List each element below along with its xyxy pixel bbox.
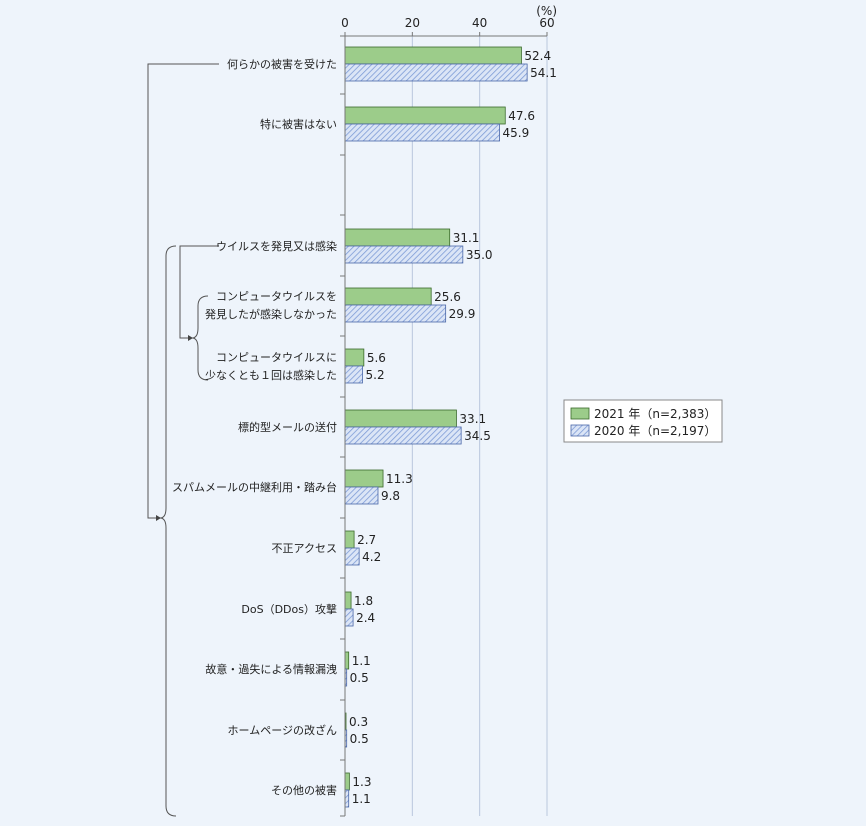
bar-2021-2 — [344, 228, 451, 247]
value-label-2021-7: 2.7 — [357, 533, 376, 547]
category-label-10: ホームページの改ざん — [228, 723, 337, 737]
value-label-2021-5: 33.1 — [459, 412, 486, 426]
value-label-2020-6: 9.8 — [381, 489, 400, 503]
category-label-0: 何らかの被害を受けた — [227, 57, 337, 71]
brace-detail-items — [159, 245, 177, 817]
bar-2020-8 — [344, 608, 354, 627]
bar-2020-1 — [344, 123, 500, 142]
value-label-2021-10: 0.3 — [349, 715, 368, 729]
bracket-main-arrowhead — [156, 515, 161, 521]
category-label-5: 標的型メールの送付 — [238, 420, 337, 434]
value-label-2020-8: 2.4 — [356, 611, 375, 625]
category-label-3-line0: コンピュータウイルスを — [216, 290, 337, 303]
bar-2020-5 — [344, 426, 462, 445]
legend-swatch-2021 — [570, 407, 590, 420]
bar-2020-6 — [344, 486, 379, 505]
bar-2020-0 — [344, 63, 528, 82]
category-label-1: 特に被害はない — [260, 117, 337, 131]
bar-2021-4 — [344, 348, 365, 367]
value-label-2021-9: 1.1 — [352, 654, 371, 668]
legend-box — [563, 399, 723, 443]
category-label-8: DoS（DDos）攻撃 — [241, 602, 337, 616]
group-brackets — [147, 63, 219, 817]
legend-label-2021: 2021 年（n=2,383） — [594, 407, 716, 421]
tick-label-40: 40 — [472, 16, 487, 30]
value-label-2020-1: 45.9 — [503, 126, 530, 140]
bar-2021-6 — [344, 469, 384, 488]
axes: 0 20 40 60(%) — [340, 4, 557, 817]
tick-label-60: 60 — [539, 16, 554, 30]
labels: 52.4 54.1 何らかの被害を受けた 47.6 45.9 特に被害はない 31.1 35.… — [172, 49, 557, 806]
tick-label-20: 20 — [405, 16, 420, 30]
category-label-3-line1: 発見したが感染しなかった — [205, 307, 337, 321]
bracket-main — [147, 63, 219, 519]
value-label-2020-11: 1.1 — [352, 792, 371, 806]
value-label-2020-3: 29.9 — [449, 307, 476, 321]
value-label-2020-10: 0.5 — [350, 732, 369, 746]
value-label-2020-7: 4.2 — [362, 550, 381, 564]
bar-2021-0 — [344, 46, 522, 65]
category-label-2: ウイルスを発見又は感染 — [216, 239, 337, 253]
legend: 2021 年（n=2,383） 2020 年（n=2,197） — [563, 399, 723, 443]
unit-label: (%) — [536, 4, 557, 18]
category-label-9: 故意・過失による情報漏洩 — [205, 662, 337, 676]
value-label-2020-9: 0.5 — [350, 671, 369, 685]
value-label-2021-0: 52.4 — [524, 49, 551, 63]
category-label-4-line0: コンピュータウイルスに — [216, 351, 337, 364]
bracket-virus — [179, 245, 219, 339]
bar-2021-7 — [344, 530, 355, 549]
bracket-virus-arrowhead — [188, 335, 193, 341]
bar-2020-11 — [344, 789, 350, 808]
legend-label-2020: 2020 年（n=2,197） — [594, 424, 716, 438]
value-label-2021-4: 5.6 — [367, 351, 386, 365]
bar-2020-4 — [344, 365, 363, 384]
value-label-2020-0: 54.1 — [530, 66, 557, 80]
value-label-2021-3: 25.6 — [434, 290, 461, 304]
bar-2021-5 — [344, 409, 457, 428]
bar-2021-1 — [344, 106, 506, 125]
legend-swatch-2020 — [570, 424, 590, 437]
bar-2020-7 — [344, 547, 360, 566]
bar-2020-3 — [344, 304, 447, 323]
bar-2020-2 — [344, 245, 464, 264]
bar-2021-9 — [344, 651, 350, 670]
bar-2021-8 — [344, 591, 352, 610]
value-label-2021-1: 47.6 — [508, 109, 535, 123]
bar-2021-3 — [344, 287, 432, 306]
value-label-2021-8: 1.8 — [354, 594, 373, 608]
category-label-7: 不正アクセス — [272, 542, 337, 555]
tick-label-0: 0 — [341, 16, 349, 30]
value-label-2021-11: 1.3 — [352, 775, 371, 789]
brace-virus-subitems — [191, 295, 209, 381]
category-label-4-line1: 少なくとも１回は感染した — [205, 368, 337, 382]
bar-2021-11 — [344, 772, 350, 791]
value-label-2021-6: 11.3 — [386, 472, 413, 486]
category-label-6: スパムメールの中継利用・踏み台 — [172, 480, 337, 494]
category-label-11: その他の被害 — [271, 783, 337, 797]
value-label-2020-4: 5.2 — [366, 368, 385, 382]
value-label-2020-2: 35.0 — [466, 248, 493, 262]
value-label-2020-5: 34.5 — [464, 429, 491, 443]
value-label-2021-2: 31.1 — [453, 231, 480, 245]
